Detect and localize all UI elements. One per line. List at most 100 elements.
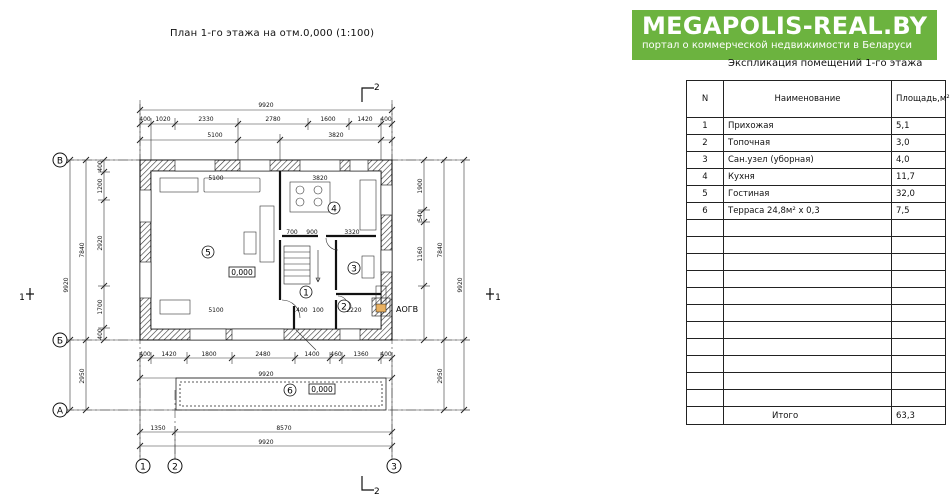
dim-inner: 3320 <box>344 229 359 236</box>
total-empty <box>686 406 724 425</box>
dimension-tick <box>136 106 144 114</box>
dimension-tick <box>388 428 396 436</box>
dim-inner: 2220 <box>346 307 361 314</box>
dimension-tick <box>136 374 144 382</box>
row-name: Кухня <box>723 168 892 186</box>
room-number: 2 <box>341 303 347 313</box>
row-area: 4,0 <box>891 151 946 169</box>
dim-top-segment: 400 <box>139 116 151 123</box>
section-mark-top: 2 <box>374 83 380 93</box>
dimension-tick <box>136 442 144 450</box>
explication-empty-row <box>686 253 946 271</box>
empty-cell <box>686 338 724 356</box>
dimension-tick <box>420 218 428 226</box>
empty-cell <box>686 321 724 339</box>
logo-tagline: портал о коммерческой недвижимости в Бел… <box>642 40 912 51</box>
dimension-tick <box>183 354 191 362</box>
dim-right-outer: 9920 <box>457 277 464 292</box>
axis-marker-2-circle <box>167 458 183 474</box>
axis-marker-b-circle <box>52 332 68 348</box>
room-marker-circle <box>283 383 297 397</box>
dimension-ticks <box>66 106 468 450</box>
explication-empty-row <box>686 287 946 305</box>
elevation-room: 0,000 <box>231 268 253 277</box>
explication-empty-row <box>686 236 946 254</box>
dimension-tick <box>440 406 448 414</box>
dim-right-lower: 2950 <box>437 368 444 383</box>
dimension-tick <box>234 136 242 144</box>
dimension-tick <box>420 206 428 214</box>
dim-bottom-total: 9920 <box>258 371 273 378</box>
row-name: Прихожая <box>723 117 892 135</box>
room-marker-circle <box>347 261 361 275</box>
empty-cell <box>891 287 946 305</box>
dim-bottom-segment: 460 <box>330 351 342 358</box>
terrace <box>175 377 387 411</box>
axis-marker-a-circle <box>52 402 68 418</box>
dimension-tick <box>377 136 385 144</box>
row-area: 11,7 <box>891 168 946 186</box>
dimension-tick <box>147 354 155 362</box>
empty-cell <box>686 287 724 305</box>
empty-cell <box>686 355 724 373</box>
empty-cell <box>723 270 892 288</box>
dimension-tick <box>147 120 155 128</box>
dimension-tick <box>234 120 242 128</box>
dimension-tick <box>136 136 144 144</box>
explication-empty-row <box>686 270 946 288</box>
dimension-tick <box>100 196 108 204</box>
empty-cell <box>891 321 946 339</box>
dimension-tick <box>388 374 396 382</box>
room-marker-circle <box>299 285 313 299</box>
dimension-tick <box>136 354 144 362</box>
dim-left-segment: 400 <box>97 328 104 340</box>
explication-title: Экспликация помещений 1-го этажа <box>728 58 923 69</box>
axis-marker-3: 3 <box>391 463 397 473</box>
section-marks <box>26 87 494 491</box>
dimension-tick <box>136 428 144 436</box>
dimension-tick <box>100 156 108 164</box>
empty-cell <box>686 219 724 237</box>
dim-inner: 900 <box>306 229 318 236</box>
header-number: N <box>686 80 724 118</box>
empty-cell <box>686 389 724 407</box>
dimension-tick <box>440 336 448 344</box>
site-logo[interactable]: MEGAPOLIS-REAL.BY портал о коммерческой … <box>632 10 937 60</box>
dim-bottom-segment: 2480 <box>255 351 270 358</box>
dimension-tick <box>82 336 90 344</box>
dimension-tick <box>460 156 468 164</box>
room-number: 3 <box>351 265 357 275</box>
dimension-tick <box>345 120 353 128</box>
dim-top-segment: 1020 <box>155 116 170 123</box>
dimension-tick <box>100 282 108 290</box>
explication-empty-row <box>686 338 946 356</box>
row-name: Терраса 24,8м² х 0,3 <box>723 202 892 220</box>
dim-left-segment: 1200 <box>97 178 104 193</box>
explication-empty-row <box>686 372 946 390</box>
dim-inner: 3820 <box>312 175 327 182</box>
empty-cell <box>891 372 946 390</box>
row-number: 4 <box>686 168 724 186</box>
empty-cell <box>686 372 724 390</box>
empty-cell <box>891 253 946 271</box>
axis-marker-b: Б <box>57 337 63 347</box>
room-number: 1 <box>303 289 309 299</box>
dim-inner: 100 <box>312 307 324 314</box>
empty-cell <box>891 389 946 407</box>
dim-inner: 5100 <box>208 175 223 182</box>
row-number: 1 <box>686 117 724 135</box>
dimension-tick <box>326 354 334 362</box>
elevation-terrace-box <box>308 383 336 395</box>
dimension-tick <box>388 106 396 114</box>
empty-cell <box>891 270 946 288</box>
axis-marker-2: 2 <box>172 463 178 473</box>
dim-bottom-segment: 1360 <box>353 351 368 358</box>
row-number: 6 <box>686 202 724 220</box>
dim-bottom-8570: 8570 <box>276 425 291 432</box>
row-area: 7,5 <box>891 202 946 220</box>
